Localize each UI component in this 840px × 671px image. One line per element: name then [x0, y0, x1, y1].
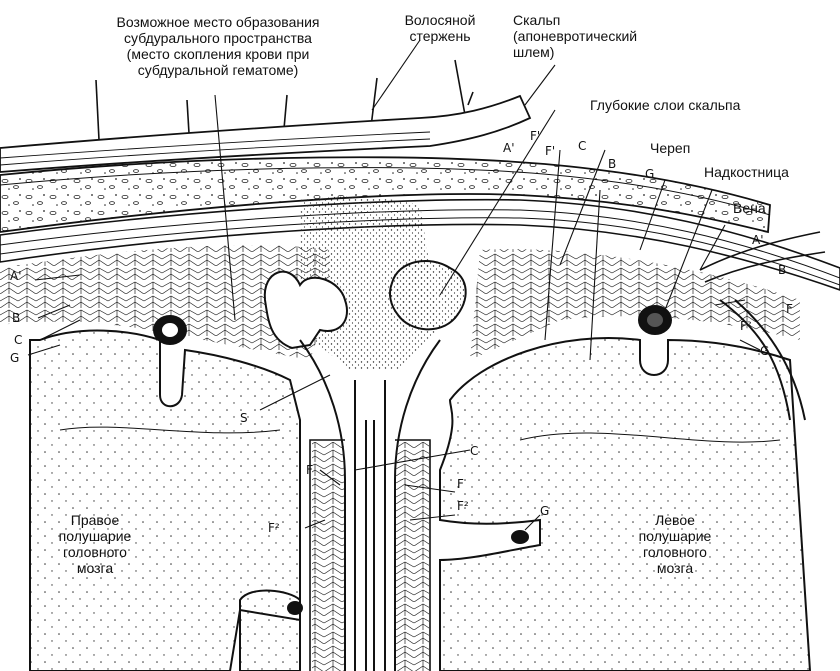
- marker-c-mid: C: [470, 445, 478, 457]
- marker-f1-top-a: F': [530, 130, 540, 142]
- label-vein: Вена: [733, 200, 766, 216]
- marker-f-mid-left: F: [306, 464, 313, 476]
- marker-b-right: B: [778, 264, 786, 276]
- marker-f2-mid-right: F²: [457, 500, 469, 512]
- marker-a1-right: A': [752, 234, 764, 246]
- marker-f2-mid-left: F²: [268, 522, 280, 534]
- label-left-hemisphere: Левое полушарие головного мозга: [620, 512, 730, 576]
- marker-g-top: G: [645, 168, 654, 180]
- label-hair-shaft: Волосяной стержень: [395, 12, 485, 44]
- right-hemisphere-brain: [30, 331, 300, 671]
- marker-a1-top: A': [503, 142, 515, 154]
- marker-g-left: G: [10, 352, 19, 364]
- marker-f1-top-b: F': [545, 145, 555, 157]
- marker-c-top: C: [578, 140, 586, 152]
- label-periosteum: Надкостница: [704, 164, 789, 180]
- marker-g-mid: G: [540, 505, 549, 517]
- marker-a1-left: A': [10, 270, 22, 282]
- label-skull: Череп: [650, 140, 690, 156]
- marker-s-mid: S: [240, 412, 248, 424]
- marker-f2-right: F²: [740, 320, 752, 332]
- label-deep-scalp: Глубокие слои скальпа: [590, 97, 740, 113]
- marker-b-top: B: [608, 158, 616, 170]
- marker-b-left: B: [12, 312, 20, 324]
- marker-g-right: G: [760, 345, 769, 357]
- left-hemisphere-brain: [440, 338, 810, 671]
- label-scalp: Скальп (апоневротический шлем): [513, 12, 637, 60]
- marker-f-mid-right: F: [457, 478, 464, 490]
- label-right-hemisphere: Правое полушарие головного мозга: [40, 512, 150, 576]
- marker-f-right: F: [786, 303, 793, 315]
- marker-c-left: C: [14, 334, 22, 346]
- label-subdural-space: Возможное место образования субдуральног…: [78, 14, 358, 78]
